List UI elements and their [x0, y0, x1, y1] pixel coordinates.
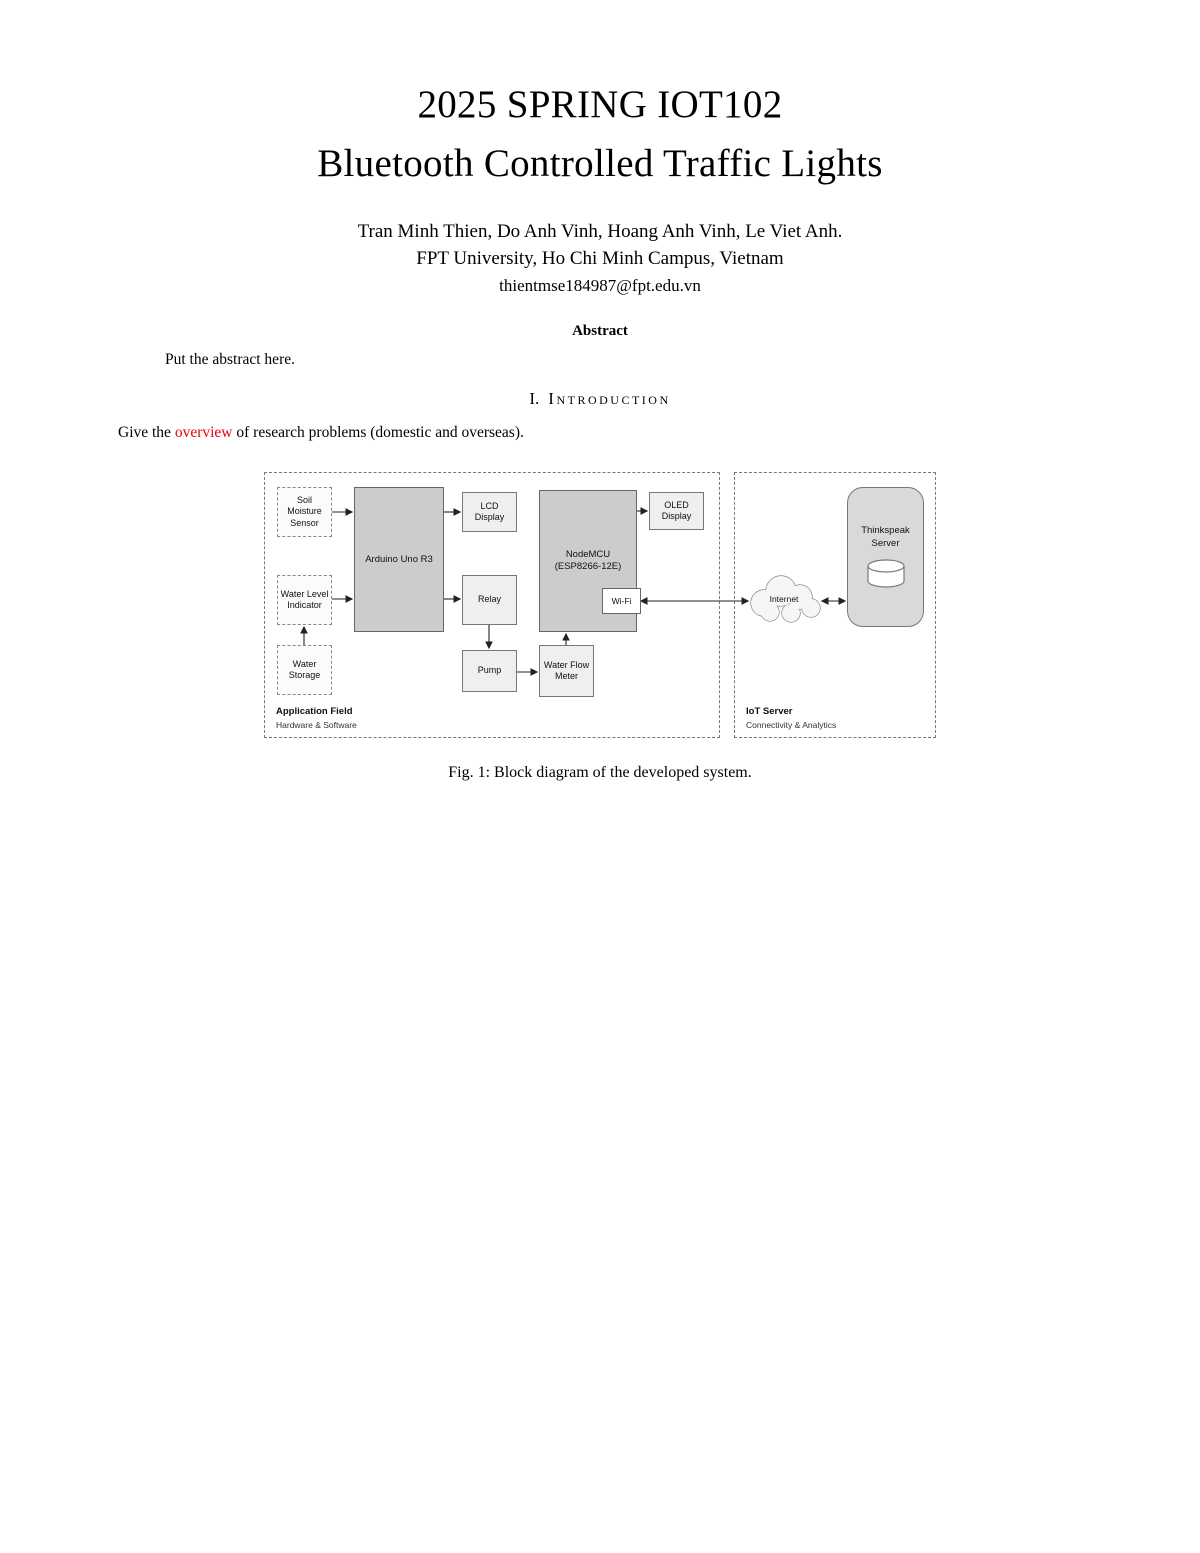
section-heading-introduction: I. Introduction — [0, 389, 1200, 409]
node-pump: Pump — [462, 650, 517, 693]
node-thinkspeak-server: Thinkspeak Server — [847, 487, 924, 628]
intro-highlight-overview: overview — [174, 424, 233, 442]
intro-text-after: of research problems (domestic and overs… — [232, 424, 524, 442]
introduction-paragraph: Give the overview of research problems (… — [118, 424, 1082, 442]
paper-title: 2025 SPRING IOT102 Bluetooth Controlled … — [0, 76, 1200, 193]
node-water-flow-meter: Water Flow Meter — [539, 645, 594, 698]
abstract-body: Put the abstract here. — [165, 351, 295, 369]
node-internet: Internet — [769, 594, 799, 605]
node-nodemcu-esp8266: NodeMCU (ESP8266-12E) — [539, 490, 637, 633]
node-arduino-uno-r3: Arduino Uno R3 — [354, 487, 444, 633]
node-water-level-indicator: Water Level Indicator — [277, 575, 332, 626]
affiliation-line: FPT University, Ho Chi Minh Campus, Viet… — [416, 247, 784, 269]
application-field-title: Application Field — [276, 706, 353, 718]
database-cylinder-icon — [866, 559, 905, 588]
node-water-storage: Water Storage — [277, 645, 332, 696]
section-title: Introduction — [548, 389, 671, 409]
thinkspeak-server-label: Thinkspeak Server — [861, 525, 910, 549]
application-field-subtitle: Hardware & Software — [276, 720, 357, 731]
paper-title-line2: Bluetooth Controlled Traffic Lights — [317, 141, 883, 185]
authors-line: Tran Minh Thien, Do Anh Vinh, Hoang Anh … — [357, 221, 843, 242]
node-soil-moisture-sensor: Soil Moisture Sensor — [277, 487, 332, 538]
intro-text-before: Give the — [118, 424, 175, 442]
figure-caption: Fig. 1: Block diagram of the developed s… — [448, 764, 752, 782]
abstract-heading: Abstract — [572, 323, 628, 340]
section-number: I. — [529, 389, 540, 409]
node-lcd-display: LCD Display — [462, 492, 517, 533]
node-oled-display: OLED Display — [649, 492, 704, 531]
node-relay: Relay — [462, 575, 517, 626]
node-wifi: Wi-Fi — [602, 588, 641, 615]
iot-server-subtitle: Connectivity & Analytics — [746, 720, 837, 731]
iot-server-title: IoT Server — [746, 706, 793, 718]
iot-server-caption: IoT Server Connectivity & Analytics — [746, 705, 836, 731]
application-field-caption: Application Field Hardware & Software — [276, 705, 357, 731]
figure-block-diagram: Internet Soil Moisture Sensor Arduino Un… — [264, 472, 936, 740]
paper-title-line1: 2025 SPRING IOT102 — [417, 83, 783, 126]
email-line: thientmse184987@fpt.edu.vn — [499, 275, 701, 295]
